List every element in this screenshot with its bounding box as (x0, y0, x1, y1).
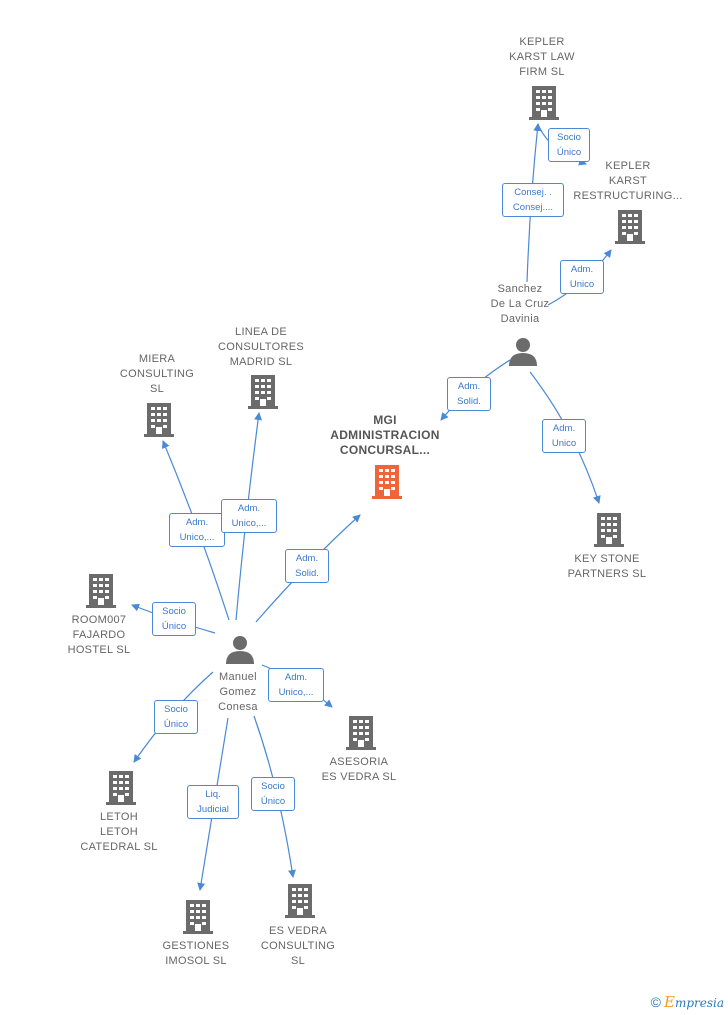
node-label-miera[interactable]: MIERA CONSULTING SL (119, 353, 195, 395)
node-label-key-stone[interactable]: KEY STONE PARTNERS SL (567, 553, 647, 580)
edge-label-manuel-miera[interactable]: Adm. Unico,... (169, 513, 225, 547)
node-label-sanchez[interactable]: Sanchez De La Cruz Davinia (490, 283, 550, 325)
brand-initial: E (663, 993, 675, 1011)
brand-name: mpresia (674, 996, 724, 1010)
node-label-es-vedra[interactable]: ES VEDRA CONSULTING SL (260, 925, 336, 967)
asesoria-building-icon[interactable] (346, 716, 376, 755)
sanchez-person-icon[interactable] (509, 337, 537, 372)
edge-label-manuel-room007[interactable]: Socio Único (152, 602, 196, 636)
node-label-letoh[interactable]: LETOH LETOH CATEDRAL SL (80, 811, 158, 853)
room007-building-icon[interactable] (86, 574, 116, 613)
node-label-kepler-law[interactable]: KEPLER KARST LAW FIRM SL (509, 36, 575, 78)
node-label-asesoria[interactable]: ASESORIA ES VEDRA SL (321, 756, 397, 783)
manuel-person-icon[interactable] (226, 635, 254, 670)
miera-building-icon[interactable] (144, 403, 174, 442)
edge-label-manuel-letoh[interactable]: Socio Único (154, 700, 198, 734)
edge-label-manuel-es-vedra[interactable]: Socio Único (251, 777, 295, 811)
gestiones-building-icon[interactable] (183, 900, 213, 939)
empresia-logo: ©Empresia (651, 993, 724, 1011)
mgi-building-icon[interactable] (372, 465, 402, 504)
linea-building-icon[interactable] (248, 375, 278, 414)
node-label-room007[interactable]: ROOM007 FAJARDO HOSTEL SL (67, 614, 131, 656)
node-label-linea[interactable]: LINEA DE CONSULTORES MADRID SL (217, 326, 305, 368)
edge-label-manuel-mgi[interactable]: Adm. Solid. (285, 549, 329, 583)
kepler-law-building-icon[interactable] (529, 86, 559, 125)
node-label-gestiones[interactable]: GESTIONES IMOSOL SL (162, 940, 230, 967)
edge-label-sanchez-kepler-restructuring[interactable]: Adm. Unico (560, 260, 604, 294)
node-label-manuel[interactable]: Manuel Gomez Conesa (218, 671, 258, 713)
node-label-kepler-restructuring[interactable]: KEPLER KARST RESTRUCTURING... (573, 160, 683, 202)
edge-label-sanchez-kepler-law[interactable]: Consej. . Consej.... (502, 183, 564, 217)
kepler-restructuring-building-icon[interactable] (615, 210, 645, 249)
letoh-building-icon[interactable] (106, 771, 136, 810)
edge-label-manuel-asesoria[interactable]: Adm. Unico,... (268, 668, 324, 702)
key-stone-building-icon[interactable] (594, 513, 624, 552)
edge-label-manuel-linea[interactable]: Adm. Unico,... (221, 499, 277, 533)
node-label-mgi[interactable]: MGI ADMINISTRACION CONCURSAL... (330, 413, 440, 457)
edge-label-manuel-gestiones[interactable]: Liq. Judicial (187, 785, 239, 819)
es-vedra-building-icon[interactable] (285, 884, 315, 923)
copyright-symbol: © (650, 994, 661, 1010)
edge-label-sanchez-key-stone[interactable]: Adm. Unico (542, 419, 586, 453)
edge-label-sanchez-mgi[interactable]: Adm. Solid. (447, 377, 491, 411)
edge-label-sanchez-kepler-law-socio[interactable]: Socio Único (548, 128, 590, 162)
